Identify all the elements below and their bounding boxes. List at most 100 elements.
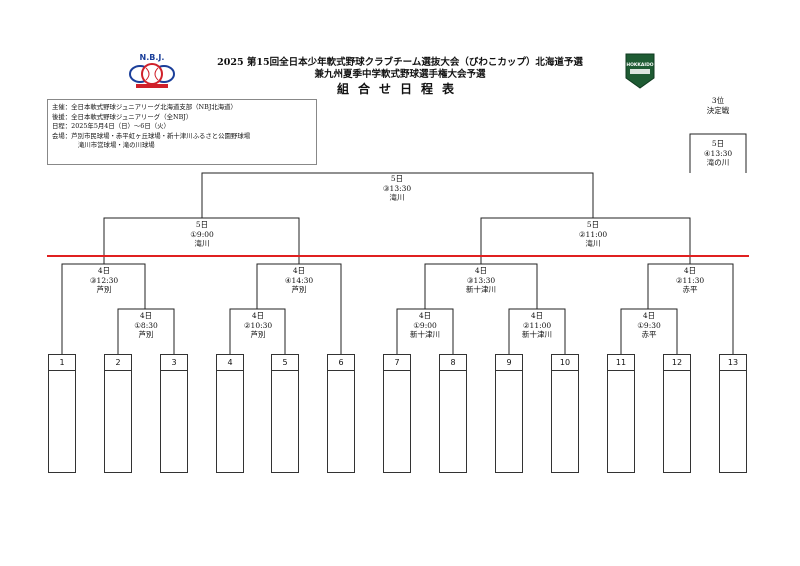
round1-match-2-connector bbox=[229, 308, 286, 354]
match-time: ②10:30 bbox=[243, 320, 273, 330]
match-time: ③13:30 bbox=[466, 275, 496, 285]
team-slot: 6 bbox=[327, 354, 355, 473]
match-time: ②11:00 bbox=[522, 320, 552, 330]
team-slot: 4 bbox=[216, 354, 244, 473]
round1-match-5-connector bbox=[620, 308, 678, 354]
hokkaido-emblem: HOKKAIDO bbox=[624, 52, 656, 90]
team-slot: 9 bbox=[495, 354, 523, 473]
third-place-connector bbox=[689, 133, 747, 173]
team-slot-number: 12 bbox=[664, 355, 690, 371]
match-venue: 芦別 bbox=[250, 330, 266, 339]
match-venue: 芦別 bbox=[138, 330, 154, 339]
quarter-3-label: 4日 ③13:30 新十津川 bbox=[441, 266, 521, 295]
tournament-info-box: 主催：全日本軟式野球ジュニアリーグ北海道支部（NBJ北海道） 後援：全日本軟式野… bbox=[47, 99, 317, 165]
quarter-4-connector bbox=[647, 263, 734, 354]
semi-2-connector bbox=[480, 217, 691, 264]
match-day: 4日 bbox=[474, 266, 488, 275]
match-venue: 芦別 bbox=[291, 285, 307, 294]
match-venue: 新十津川 bbox=[410, 330, 440, 339]
match-venue: 滝川 bbox=[389, 193, 405, 202]
match-day: 4日 bbox=[683, 266, 697, 275]
match-time: ①9:00 bbox=[190, 229, 214, 239]
round1-match-3-connector bbox=[396, 308, 454, 354]
team-slot-number: 6 bbox=[328, 355, 354, 371]
semi-1-label: 5日 ①9:00 滝川 bbox=[152, 220, 252, 249]
quarter-2-connector bbox=[256, 263, 342, 354]
page-title: 組合せ日程表 bbox=[336, 82, 463, 96]
match-day: 4日 bbox=[530, 311, 544, 320]
quarter-4-label: 4日 ②11:30 赤平 bbox=[650, 266, 730, 295]
third-place-heading: 3位 決定戦 bbox=[690, 96, 746, 116]
team-slot-number: 7 bbox=[384, 355, 410, 371]
team-slot: 2 bbox=[104, 354, 132, 473]
team-slot-number: 1 bbox=[49, 355, 75, 371]
third-place-label: 5日 ④13:30 滝の川 bbox=[690, 139, 746, 168]
quarter-1-label: 4日 ③12:30 芦別 bbox=[64, 266, 144, 295]
team-slot-number: 10 bbox=[552, 355, 578, 371]
hokkaido-emblem-text: HOKKAIDO bbox=[626, 62, 653, 68]
match-venue: 滝川 bbox=[585, 239, 601, 248]
match-time: ④13:30 bbox=[703, 148, 733, 158]
venues-text-2: 滝川市営球場・滝の川球場 bbox=[78, 141, 155, 149]
team-slot: 11 bbox=[607, 354, 635, 473]
match-time: ②11:00 bbox=[578, 229, 608, 239]
semi-2-label: 5日 ②11:00 滝川 bbox=[543, 220, 643, 249]
match-time: ①9:00 bbox=[413, 320, 437, 330]
match-day: 4日 bbox=[251, 311, 265, 320]
match-time: ③12:30 bbox=[89, 275, 119, 285]
match-day: 4日 bbox=[418, 311, 432, 320]
round1-match-4-label: 4日 ②11:00 新十津川 bbox=[511, 311, 563, 340]
team-slot: 1 bbox=[48, 354, 76, 473]
match-time: ①8:30 bbox=[134, 320, 158, 330]
final-connector bbox=[201, 172, 594, 218]
team-slot-number: 5 bbox=[272, 355, 298, 371]
match-venue: 滝の川 bbox=[706, 158, 730, 167]
dates-text: 日程：2025年5月4日（日）～6日（火） bbox=[52, 122, 170, 130]
match-day: 5日 bbox=[711, 139, 725, 148]
match-day: 5日 bbox=[586, 220, 600, 229]
match-venue: 赤平 bbox=[682, 285, 698, 294]
semi-1-connector bbox=[103, 217, 300, 264]
match-venue: 滝川 bbox=[194, 239, 210, 248]
match-day: 5日 bbox=[195, 220, 209, 229]
round1-match-3-label: 4日 ①9:00 新十津川 bbox=[399, 311, 451, 340]
team-slot-number: 4 bbox=[217, 355, 243, 371]
match-venue: 赤平 bbox=[641, 330, 657, 339]
quarter-1-connector bbox=[61, 263, 146, 354]
match-venue: 芦別 bbox=[96, 285, 112, 294]
team-slot-number: 8 bbox=[440, 355, 466, 371]
match-venue: 新十津川 bbox=[466, 285, 496, 294]
quarter-3-connector bbox=[424, 263, 538, 309]
team-slot: 7 bbox=[383, 354, 411, 473]
round1-match-4-connector bbox=[508, 308, 566, 354]
match-time: ④14:30 bbox=[284, 275, 314, 285]
match-time: ①9:30 bbox=[637, 320, 661, 330]
match-day: 4日 bbox=[292, 266, 306, 275]
round1-match-5-label: 4日 ①9:30 赤平 bbox=[623, 311, 675, 340]
third-place-heading-2: 決定戦 bbox=[706, 106, 730, 115]
organizer-text: 主催：全日本軟式野球ジュニアリーグ北海道支部（NBJ北海道） bbox=[52, 103, 237, 111]
team-slot-number: 3 bbox=[161, 355, 187, 371]
team-slot: 5 bbox=[271, 354, 299, 473]
team-slot-number: 9 bbox=[496, 355, 522, 371]
match-time: ③13:30 bbox=[382, 183, 412, 193]
team-slot: 13 bbox=[719, 354, 747, 473]
match-venue: 新十津川 bbox=[522, 330, 552, 339]
third-place-heading-1: 3位 bbox=[711, 96, 725, 105]
team-slot: 12 bbox=[663, 354, 691, 473]
venues-text-1: 会場：芦別市民球場・赤平虹ヶ丘球場・新十津川ふるさと公園野球場 bbox=[52, 131, 251, 140]
title-line-2: 兼九州夏季中学軟式野球選手権大会予選 bbox=[314, 69, 486, 80]
quarter-2-label: 4日 ④14:30 芦別 bbox=[259, 266, 339, 295]
nbj-logo-text: N.B.J. bbox=[140, 53, 165, 62]
team-slot-number: 13 bbox=[720, 355, 746, 371]
team-slot-number: 11 bbox=[608, 355, 634, 371]
round1-match-2-label: 4日 ②10:30 芦別 bbox=[232, 311, 284, 340]
match-day: 5日 bbox=[390, 174, 404, 183]
match-day: 4日 bbox=[139, 311, 153, 320]
team-slot: 8 bbox=[439, 354, 467, 473]
match-time: ②11:30 bbox=[675, 275, 705, 285]
team-slot: 3 bbox=[160, 354, 188, 473]
round1-match-1-connector bbox=[117, 308, 175, 354]
